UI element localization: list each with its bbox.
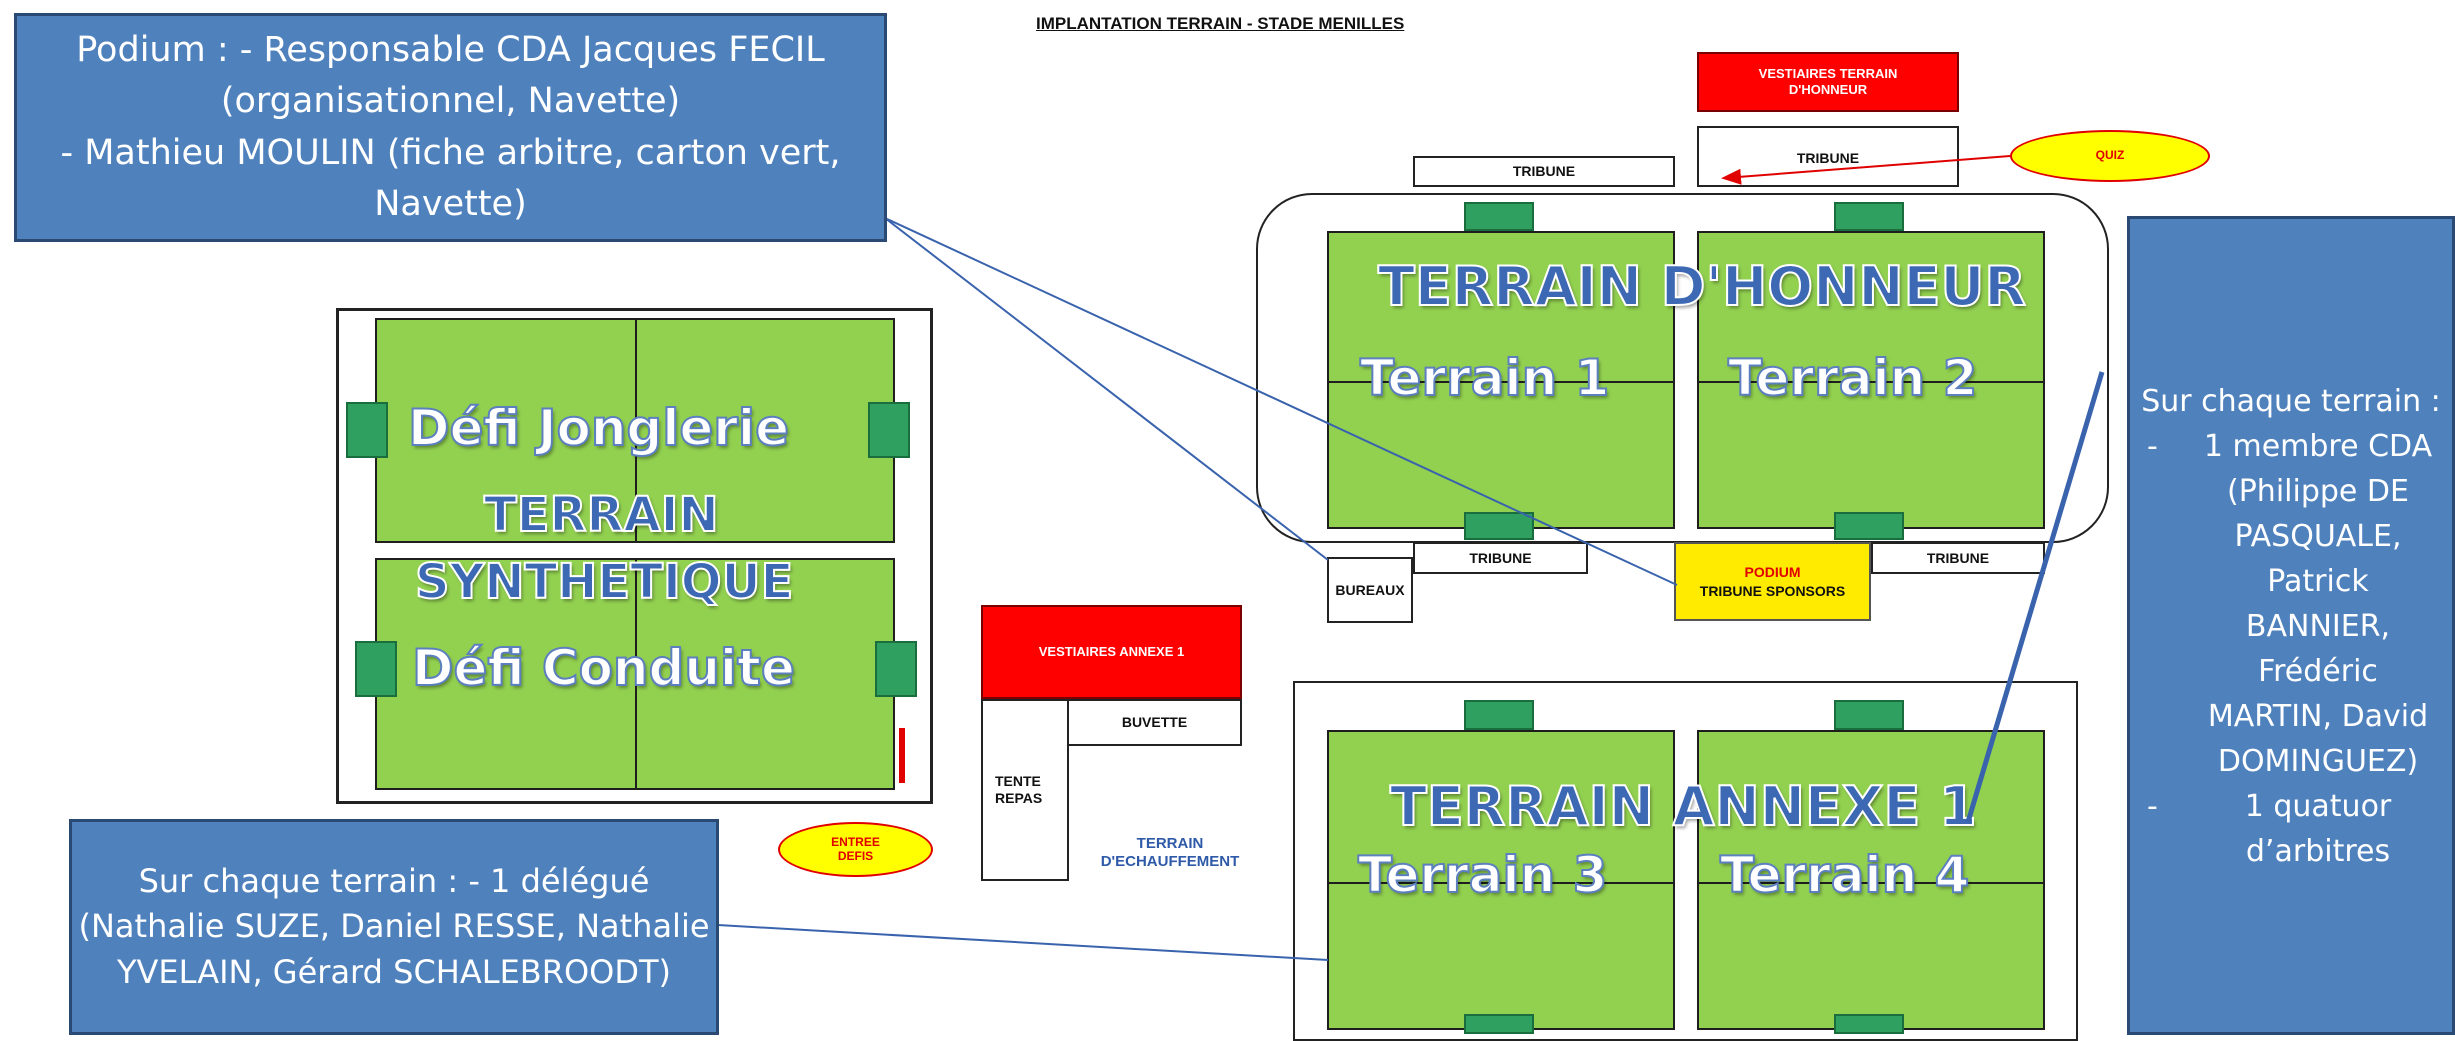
- cda-callout-heading: Sur chaque terrain :: [2141, 384, 2441, 419]
- tente-repas-box: TENTE REPAS: [981, 699, 1069, 881]
- halfway-line: [635, 320, 637, 541]
- terrain-1-label: Terrain 1: [1359, 349, 1610, 407]
- goal-icon: [1834, 1014, 1904, 1034]
- terrain-3-field: [1327, 730, 1675, 1030]
- tente-repas-label: TENTE REPAS: [995, 773, 1043, 806]
- podium-connector-bureaux: [884, 217, 1329, 561]
- cda-callout-item-text: 1 quatuor d’arbitres: [2244, 789, 2392, 869]
- entree-defis-ellipse: ENTREE DEFIS: [778, 822, 933, 877]
- tribune-label: TRIBUNE: [1469, 549, 1532, 566]
- delegue-callout-line: Sur chaque terrain : - 1 délégué: [138, 861, 650, 900]
- quiz-label: QUIZ: [2095, 148, 2125, 163]
- buvette-box: BUVETTE: [1067, 699, 1242, 746]
- terrain-4-label: Terrain 4: [1719, 846, 1970, 904]
- tribune-box-bottom-right: TRIBUNE: [1871, 542, 2045, 574]
- vestiaires-annexe-box: VESTIAIRES ANNEXE 1: [981, 605, 1242, 699]
- terrain-honneur-title: TERRAIN D'HONNEUR: [1377, 255, 2027, 318]
- goal-icon: [1464, 202, 1534, 231]
- goal-icon: [1464, 700, 1534, 730]
- podium-label: PODIUM: [1744, 563, 1801, 580]
- defi-conduite-label: Défi Conduite: [411, 639, 796, 697]
- cda-callout-item-text: 1 membre CDA (Philippe DE PASQUALE, Patr…: [2203, 429, 2433, 779]
- tribune-sponsors-label: TRIBUNE SPONSORS: [1699, 582, 1846, 599]
- cda-callout-item: - 1 quatuor d’arbitres: [2141, 784, 2441, 874]
- buvette-label: BUVETTE: [1121, 714, 1188, 731]
- podium-callout-line: - Mathieu MOULIN (fiche arbitre, carton …: [60, 132, 841, 173]
- tribune-box-bottom-left: TRIBUNE: [1413, 542, 1588, 574]
- terrain-2-label: Terrain 2: [1727, 349, 1978, 407]
- goal-icon: [868, 402, 910, 458]
- goal-icon: [355, 641, 397, 697]
- vestiaires-annexe-label: VESTIAIRES ANNEXE 1: [1038, 643, 1185, 659]
- terrain-4-field: [1697, 730, 2045, 1030]
- quiz-ellipse: QUIZ: [2010, 130, 2210, 182]
- delegue-callout: Sur chaque terrain : - 1 délégué (Nathal…: [69, 819, 719, 1035]
- halfway-line: [1699, 381, 2043, 383]
- goal-icon: [875, 641, 917, 697]
- podium-callout-line: Navette): [374, 183, 527, 224]
- entree-marker: [899, 728, 905, 783]
- podium-connector-sponsors: [884, 217, 1678, 586]
- terrain-echauffement-label: TERRAIN D'ECHAUFFEMENT: [1100, 835, 1240, 870]
- goal-icon: [1834, 512, 1904, 540]
- terrain-synthetique-enclosure: [336, 308, 933, 804]
- terrain-synthetique-label-line1: TERRAIN: [483, 487, 720, 543]
- cda-callout: Sur chaque terrain : - 1 membre CDA (Phi…: [2127, 216, 2455, 1035]
- defi-jonglerie-label: Défi Jonglerie: [407, 399, 790, 457]
- terrain-synthetique-label-line2: SYNTHETIQUE: [414, 554, 794, 610]
- tribune-label: TRIBUNE: [1926, 549, 1990, 566]
- terrain-annexe-title: TERRAIN ANNEXE 1: [1389, 775, 1978, 838]
- halfway-line: [1699, 882, 2043, 884]
- goal-icon: [1464, 1014, 1534, 1034]
- bureaux-label: BUREAUX: [1335, 581, 1405, 598]
- delegue-callout-line: YVELAIN, Gérard SCHALEBROODT): [116, 952, 672, 991]
- tribune-box-top-left: TRIBUNE: [1413, 156, 1675, 187]
- goal-icon: [346, 402, 388, 458]
- goal-icon: [1834, 700, 1904, 730]
- goal-icon: [1834, 202, 1904, 231]
- halfway-line: [1329, 882, 1673, 884]
- halfway-line: [635, 560, 637, 788]
- delegue-connector: [717, 924, 1329, 961]
- bullet-dash: -: [2147, 789, 2158, 824]
- cda-callout-item: - 1 membre CDA (Philippe DE PASQUALE, Pa…: [2141, 424, 2441, 784]
- bureaux-box: BUREAUX: [1327, 557, 1413, 623]
- podium-callout: Podium : - Responsable CDA Jacques FECIL…: [14, 13, 887, 242]
- cda-connector: [1965, 371, 2105, 823]
- podium-callout-line: (organisationnel, Navette): [220, 81, 681, 122]
- defi-jonglerie-field: [375, 318, 895, 543]
- bullet-dash: -: [2147, 429, 2158, 464]
- delegue-callout-line: (Nathalie SUZE, Daniel RESSE, Nathalie: [78, 907, 710, 946]
- vestiaires-honneur-box: VESTIAIRES TERRAIN D'HONNEUR: [1697, 52, 1959, 112]
- entree-defis-label: ENTREE DEFIS: [831, 834, 880, 863]
- goal-icon: [1464, 512, 1534, 540]
- terrain-3-label: Terrain 3: [1357, 846, 1608, 904]
- terrain-2-field: [1697, 231, 2045, 529]
- page-title: IMPLANTATION TERRAIN - STADE MENILLES: [1036, 14, 1405, 33]
- vestiaires-honneur-label: VESTIAIRES TERRAIN D'HONNEUR: [1758, 65, 1898, 97]
- defi-conduite-field: [375, 558, 895, 790]
- tribune-label: TRIBUNE: [1796, 150, 1860, 166]
- podium-box: PODIUM TRIBUNE SPONSORS: [1674, 542, 1871, 621]
- quiz-arrow: [1721, 155, 2011, 185]
- halfway-line: [1329, 381, 1673, 383]
- podium-callout-line: Podium : - Responsable CDA Jacques FECIL: [76, 29, 825, 70]
- terrain-1-field: [1327, 231, 1675, 529]
- tribune-label: TRIBUNE: [1512, 163, 1576, 180]
